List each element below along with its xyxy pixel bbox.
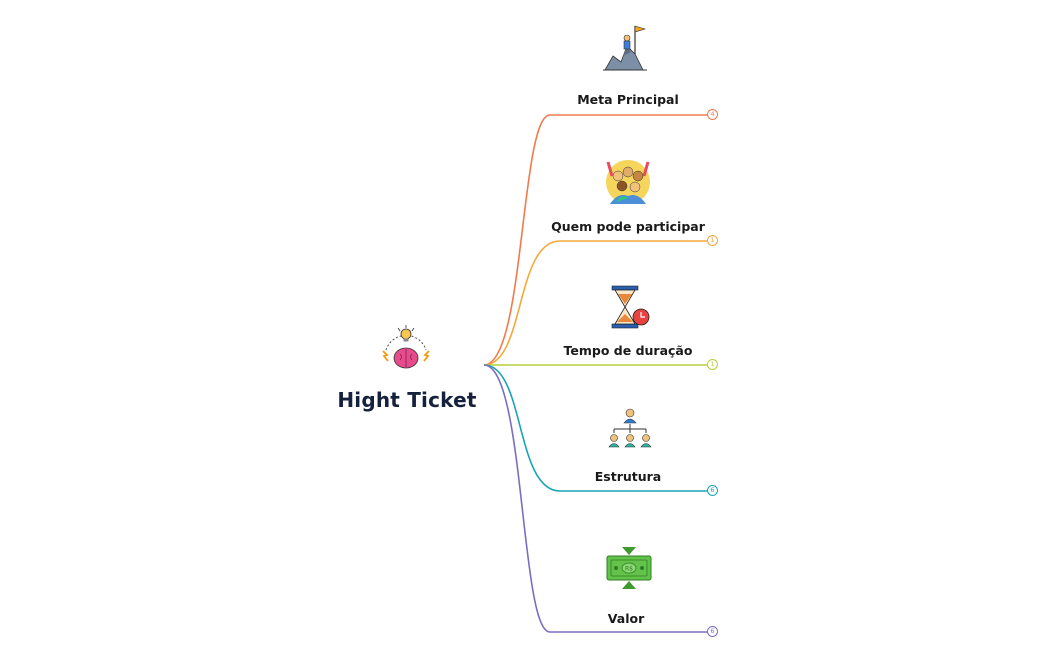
collapse-count-badge-estrutura[interactable]: 6 — [707, 485, 718, 496]
root-title[interactable]: Hight Ticket — [337, 388, 477, 412]
collapse-count-badge-valor[interactable]: 6 — [707, 626, 718, 637]
hourglass-clock-icon — [611, 285, 650, 329]
connector-quem-pode-participar — [483, 240, 708, 366]
collapse-count-badge-quem-pode-participar[interactable]: 1 — [707, 235, 718, 246]
connector-meta-principal — [483, 114, 708, 366]
collapse-count-badge-tempo-de-duracao[interactable]: 1 — [707, 359, 718, 370]
cheering-crowd-icon — [606, 160, 650, 204]
svg-text:R$: R$ — [625, 566, 633, 573]
money-banknote-icon: R$ — [606, 547, 652, 589]
branch-label-tempo-de-duracao[interactable]: Tempo de duração — [563, 343, 693, 358]
collapse-count-badge-meta-principal[interactable]: 4 — [707, 109, 718, 120]
branch-label-meta-principal[interactable]: Meta Principal — [577, 92, 679, 107]
branch-label-quem-pode-participar[interactable]: Quem pode participar — [551, 219, 705, 234]
branch-label-estrutura[interactable]: Estrutura — [594, 469, 662, 484]
connector-valor — [483, 364, 708, 633]
org-chart-icon — [608, 408, 652, 448]
mountain-summit-flag-icon — [603, 25, 647, 71]
branch-label-valor[interactable]: Valor — [607, 611, 645, 626]
brain-lightbulb-icon — [382, 325, 430, 369]
connector-estrutura — [483, 364, 708, 492]
